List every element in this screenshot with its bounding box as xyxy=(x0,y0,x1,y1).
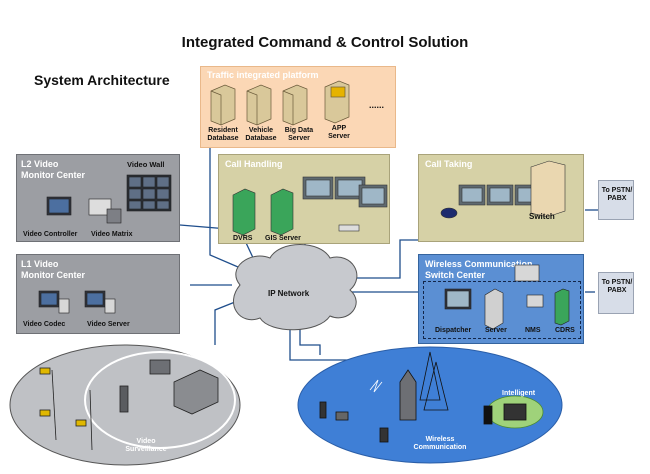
traffic-platform-box: Traffic integrated platform ...... Resid… xyxy=(200,66,396,148)
switch-label: Switch xyxy=(529,212,555,221)
wireless-communication-label: Wireless Communication xyxy=(413,436,467,451)
video-codec-label: Video Codec xyxy=(23,321,66,328)
intelligent-label: Intelligent xyxy=(502,390,536,397)
video-surveillance-label: Video Surveillance xyxy=(125,438,167,453)
ip-network-label: IP Network xyxy=(268,289,310,298)
to-pstn-box-2: To PSTN/ PABX xyxy=(598,272,634,314)
call-taking-title: Call Taking xyxy=(425,159,473,169)
to-pstn-label-2: To PSTN/ PABX xyxy=(601,279,633,294)
page-title: Integrated Command & Control Solution xyxy=(181,34,469,51)
call-handling-box: Call Handling DVRS GIS Server xyxy=(218,154,390,244)
traffic-platform-title: Traffic integrated platform xyxy=(207,70,319,80)
diagram-subtitle: System Architecture xyxy=(34,72,170,88)
l1-title: L1 Video Monitor Center xyxy=(21,259,85,280)
video-matrix-label: Video Matrix xyxy=(91,231,133,238)
vehicle-database-label: Vehicle Database xyxy=(245,127,277,142)
video-server-label: Video Server xyxy=(87,321,130,328)
ellipsis: ...... xyxy=(369,100,385,110)
call-taking-box: Call Taking Switch xyxy=(418,154,584,242)
l2-icons xyxy=(46,174,172,224)
l1-icons xyxy=(38,290,116,314)
cdrs-label: CDRS xyxy=(555,327,575,334)
l2-video-monitor-box: L2 Video Monitor Center Video Wall Video… xyxy=(16,154,180,242)
l2-title: L2 Video Monitor Center xyxy=(21,159,85,180)
call-handling-title: Call Handling xyxy=(225,159,283,169)
call-handling-icons xyxy=(232,176,388,236)
server-label: Server xyxy=(485,327,507,334)
to-pstn-label-1: To PSTN/ PABX xyxy=(601,187,633,202)
app-server-label: APP Server xyxy=(328,125,350,140)
wireless-center-icons xyxy=(444,264,570,330)
wireless-center-title: Wireless Communication Switch Center xyxy=(425,259,533,280)
to-pstn-box-1: To PSTN/ PABX xyxy=(598,180,634,220)
wireless-center-inner xyxy=(423,281,581,339)
video-controller-label: Video Controller xyxy=(23,231,78,238)
video-wall-label: Video Wall xyxy=(127,160,165,169)
wireless-center-box: Wireless Communication Switch Center Dis… xyxy=(418,254,584,344)
gis-server-label: GIS Server xyxy=(265,235,301,242)
nms-label: NMS xyxy=(525,327,541,334)
dvrs-label: DVRS xyxy=(233,235,253,242)
resident-database-label: Resident Database xyxy=(207,127,239,142)
big-data-server-label: Big Data Server xyxy=(284,127,314,142)
l1-video-monitor-box: L1 Video Monitor Center Video Codec Vide… xyxy=(16,254,180,334)
call-taking-icons xyxy=(440,160,566,219)
dispatcher-label: Dispatcher xyxy=(435,327,472,334)
server-icons xyxy=(210,80,350,126)
